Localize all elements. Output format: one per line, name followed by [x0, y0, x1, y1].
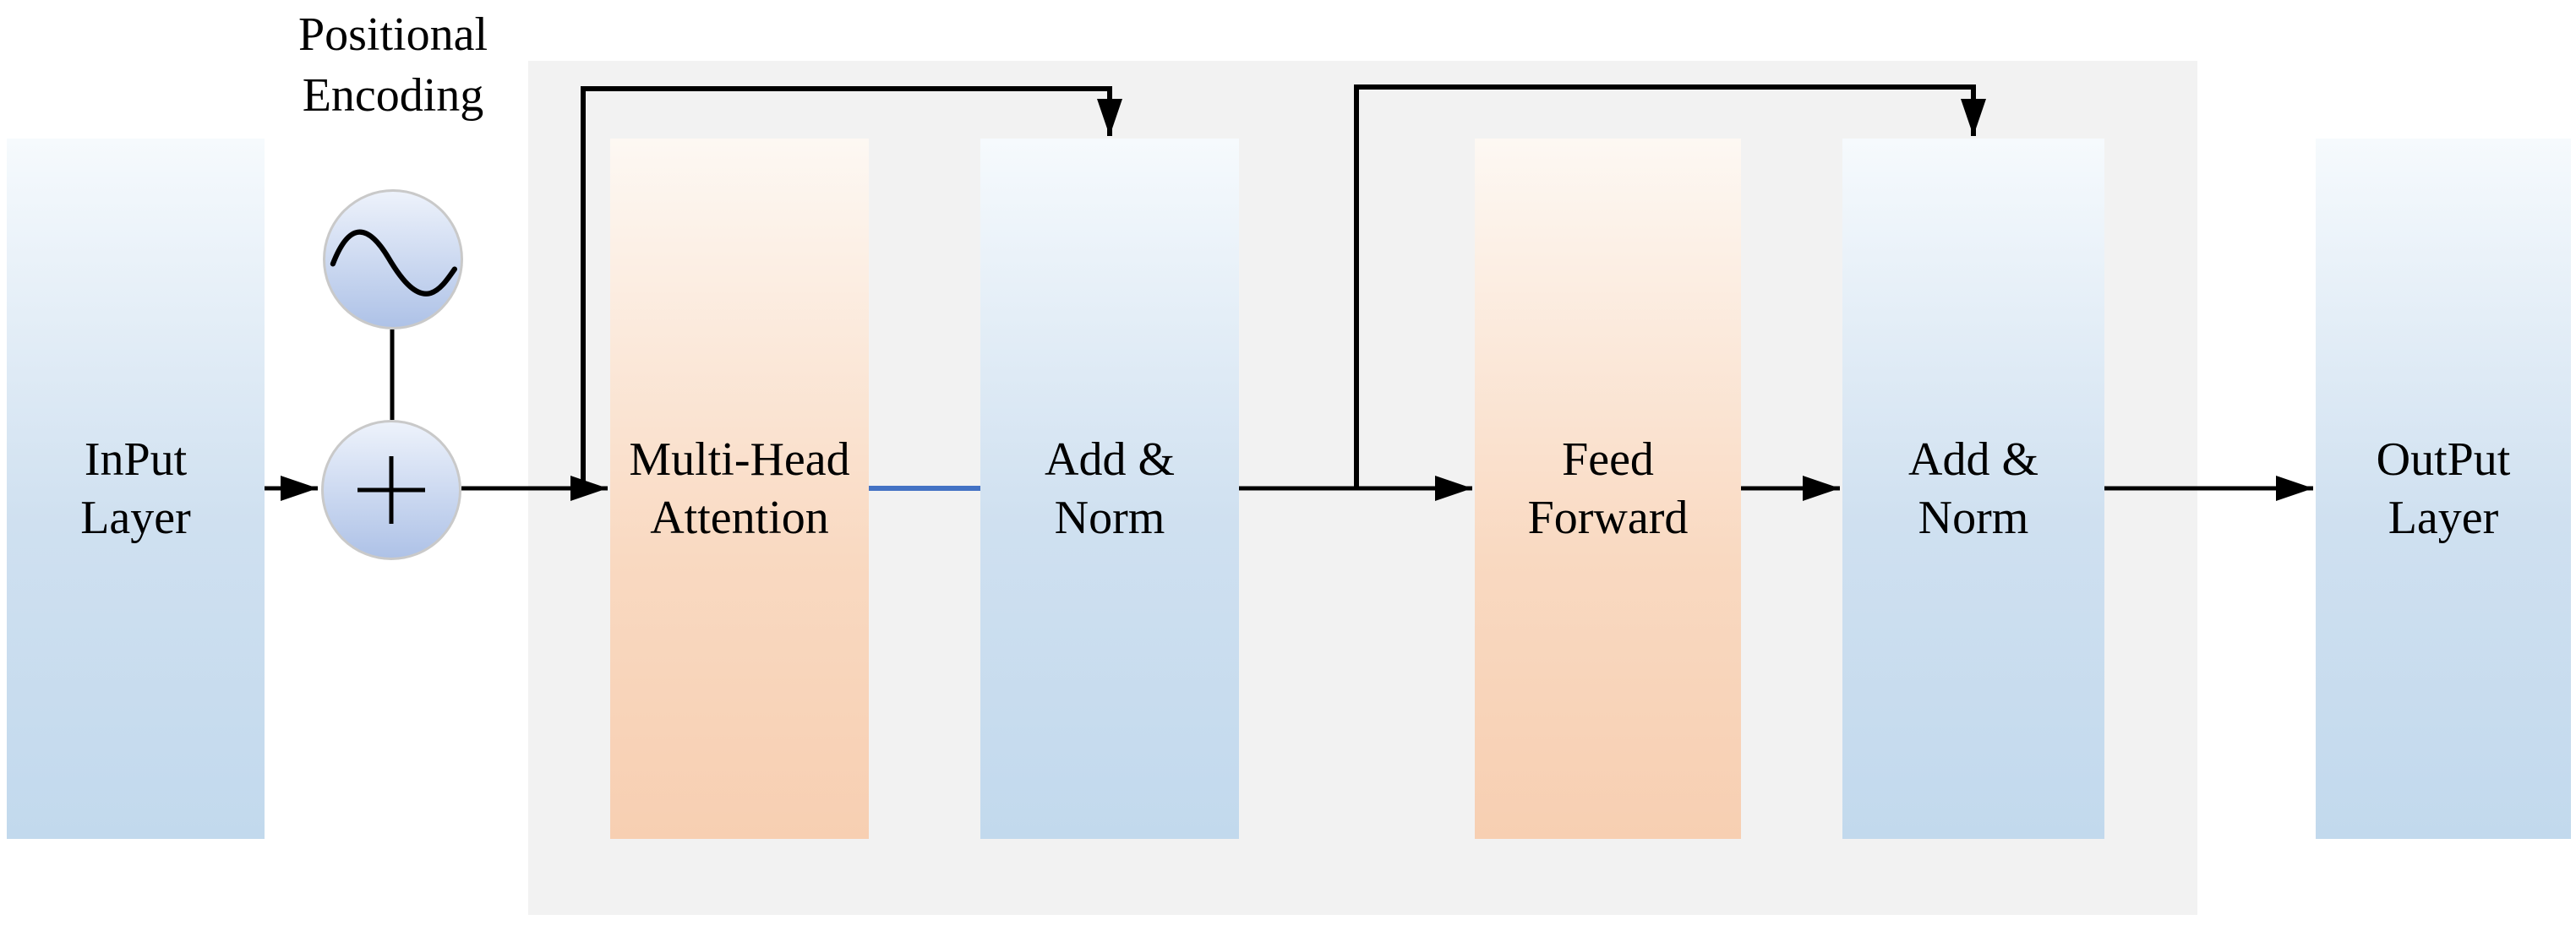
plus-icon [357, 456, 425, 524]
feed-forward-box: Feed Forward [1475, 139, 1741, 839]
input-layer-label: InPut Layer [80, 433, 191, 544]
multi-head-attention-label: Multi-Head Attention [629, 433, 850, 544]
add-norm-1-label: Add & Norm [1045, 433, 1175, 544]
positional-encoding-add-circle [321, 420, 461, 560]
output-layer-label: OutPut Layer [2376, 433, 2511, 544]
add-norm-1-box: Add & Norm [980, 139, 1239, 839]
feed-forward-label: Feed Forward [1527, 433, 1689, 544]
positional-encoding-title: Positional Encoding [297, 8, 488, 122]
multi-head-attention-box: Multi-Head Attention [610, 139, 869, 839]
positional-encoding-wave-circle [323, 189, 463, 329]
input-layer-box: InPut Layer [7, 139, 265, 839]
sine-wave-icon [330, 229, 457, 297]
output-layer-box: OutPut Layer [2316, 139, 2571, 839]
add-norm-2-label: Add & Norm [1908, 433, 2038, 544]
add-norm-2-box: Add & Norm [1842, 139, 2104, 839]
